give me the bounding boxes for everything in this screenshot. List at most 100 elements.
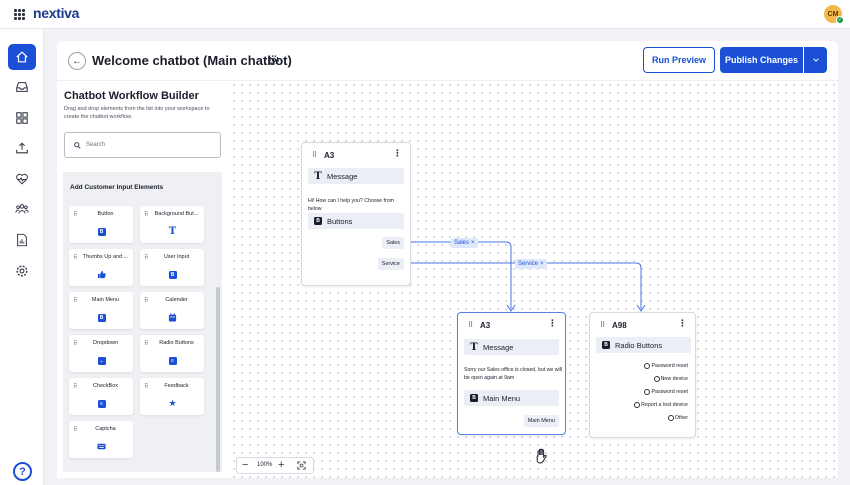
run-preview-button[interactable]: Run Preview xyxy=(643,47,715,73)
reports-icon[interactable] xyxy=(8,227,36,253)
settings-gear-icon[interactable] xyxy=(8,258,36,284)
drag-handle-icon[interactable]: ⠿ xyxy=(73,255,78,261)
element-label: Feedback xyxy=(164,383,189,389)
radio-option[interactable]: Password reset xyxy=(644,389,688,395)
element-button[interactable]: ⠿ Button B xyxy=(69,206,133,243)
element-label: Calender xyxy=(165,297,188,303)
main-menu-button[interactable]: Main Menu xyxy=(523,415,559,427)
element-dropdown[interactable]: ⠿ Dropdown ⌄ xyxy=(69,335,133,372)
element-captcha[interactable]: ⠿ Captcha xyxy=(69,421,133,458)
status-check-icon: ✓ xyxy=(836,16,844,24)
fit-to-screen-icon[interactable] xyxy=(297,461,306,470)
radio-circle-icon[interactable] xyxy=(644,363,651,369)
radio-option[interactable]: New device xyxy=(653,376,688,382)
radio-circle-icon[interactable] xyxy=(644,389,651,395)
node-title: A3 xyxy=(480,321,491,330)
more-options-icon[interactable]: ⋮ xyxy=(393,148,402,158)
panel-title: Chatbot Workflow Builder xyxy=(64,90,199,102)
checkbox-list-icon: ≡ xyxy=(97,399,106,408)
node-title: A98 xyxy=(612,321,627,330)
drag-handle-icon[interactable]: ⠿ xyxy=(73,298,78,304)
inbox-icon[interactable] xyxy=(8,74,36,100)
drag-handle-icon[interactable]: ⠿ xyxy=(144,212,149,218)
radio-circle-icon[interactable] xyxy=(653,376,660,382)
message-block[interactable]: T Message xyxy=(464,339,559,355)
remove-edge-icon[interactable]: × xyxy=(471,240,475,246)
radio-circle-icon[interactable] xyxy=(634,402,641,408)
drag-handle-icon[interactable]: ⠿ xyxy=(73,384,78,390)
element-thumbs-up[interactable]: ⠿ Thumbs Up and ... xyxy=(69,249,133,286)
workflow-canvas[interactable]: Sales × Service × ⠿ A3 ⋮ T Message Hi! H… xyxy=(230,81,838,478)
element-checkbox[interactable]: ⠿ CheckBox ≡ xyxy=(69,378,133,415)
radio-option[interactable]: Report a lost device xyxy=(634,402,688,408)
edge-label-service[interactable]: Service × xyxy=(515,259,547,269)
message-block[interactable]: T Message xyxy=(308,168,404,184)
elements-heading: Add Customer Input Elements xyxy=(70,184,164,191)
radio-circle-icon[interactable] xyxy=(667,415,674,421)
search-input[interactable]: Search xyxy=(64,132,221,158)
drag-handle-icon[interactable]: ⠿ xyxy=(144,255,149,261)
radio-option[interactable]: Other xyxy=(667,415,688,421)
node-title: A3 xyxy=(324,151,335,160)
remove-edge-icon[interactable]: × xyxy=(540,261,544,267)
drag-handle-icon[interactable]: ⠿ xyxy=(73,427,78,433)
radio-buttons-block[interactable]: B Radio Buttons xyxy=(596,337,691,353)
block-label: Message xyxy=(483,343,514,352)
b-square-icon: B xyxy=(313,216,323,226)
help-icon[interactable]: ? xyxy=(13,462,32,481)
edge-label-text: Service xyxy=(518,261,539,267)
chatbot-settings-gear-icon[interactable] xyxy=(268,54,280,66)
back-arrow-icon[interactable]: ← xyxy=(68,52,86,70)
nextiva-logo[interactable]: nextiva xyxy=(33,5,80,21)
drag-handle-icon[interactable]: ⠿ xyxy=(73,212,78,218)
element-calender[interactable]: ⠿ Calender xyxy=(140,292,204,329)
more-options-icon[interactable]: ⋮ xyxy=(548,318,557,328)
page-title: Welcome chatbot (Main chatbot) xyxy=(92,53,292,68)
zoom-level: 100% xyxy=(257,462,273,468)
element-label: Radio Buttons xyxy=(159,340,194,346)
drag-handle-icon[interactable]: ⠿ xyxy=(312,152,317,159)
block-label: Main Menu xyxy=(483,394,521,403)
team-icon[interactable] xyxy=(8,196,36,222)
zoom-control: − 100% + xyxy=(236,457,314,474)
node-a3-sales-closed[interactable]: ⠿ A3 ⋮ T Message Sorry our Sales office … xyxy=(457,312,566,435)
heart-pulse-icon[interactable] xyxy=(8,166,36,192)
drag-handle-icon[interactable]: ⠿ xyxy=(144,341,149,347)
zoom-out-button[interactable]: − xyxy=(242,459,249,471)
drag-handle-icon[interactable]: ⠿ xyxy=(144,298,149,304)
publish-changes-button[interactable]: Publish Changes xyxy=(720,47,803,73)
elements-scrollbar[interactable] xyxy=(216,287,220,472)
main-menu-block[interactable]: B Main Menu xyxy=(464,390,559,406)
node-a98-service[interactable]: ⠿ A98 ⋮ B Radio Buttons Password reset N… xyxy=(589,312,696,438)
element-main-menu[interactable]: ⠿ Main Menu B xyxy=(69,292,133,329)
home-icon[interactable] xyxy=(8,44,36,70)
buttons-block[interactable]: B Buttons xyxy=(308,213,404,229)
element-radio-buttons[interactable]: ⠿ Radio Buttons ≡ xyxy=(140,335,204,372)
more-options-icon[interactable]: ⋮ xyxy=(678,318,687,328)
element-background-button[interactable]: ⠿ Background But... T xyxy=(140,206,204,243)
b-square-icon: B xyxy=(97,313,106,322)
apps-grid-icon[interactable] xyxy=(14,9,25,20)
zoom-in-button[interactable]: + xyxy=(278,459,285,471)
b-square-icon: B xyxy=(97,227,106,236)
b-square-icon: B xyxy=(168,270,177,279)
option-button-service[interactable]: Service xyxy=(377,258,404,270)
text-icon: T xyxy=(168,226,177,237)
message-text: Sorry our Sales office is closed, but we… xyxy=(464,367,562,381)
drag-handle-icon[interactable]: ⠿ xyxy=(73,341,78,347)
element-label: Dropdown xyxy=(92,340,119,346)
dropdown-icon: ⌄ xyxy=(97,356,106,365)
radio-option[interactable]: Password reset xyxy=(644,363,688,369)
node-a3-welcome[interactable]: ⠿ A3 ⋮ T Message Hi! How can I help you?… xyxy=(301,142,411,286)
edge-label-sales[interactable]: Sales × xyxy=(451,238,478,248)
page-header: ← Welcome chatbot (Main chatbot) Run Pre… xyxy=(57,41,838,81)
drag-handle-icon[interactable]: ⠿ xyxy=(600,322,605,329)
drag-handle-icon[interactable]: ⠿ xyxy=(144,384,149,390)
publish-options-chevron-down-icon[interactable] xyxy=(804,47,827,73)
upload-icon[interactable] xyxy=(8,135,36,161)
drag-handle-icon[interactable]: ⠿ xyxy=(468,322,473,329)
element-feedback[interactable]: ⠿ Feedback ★ xyxy=(140,378,204,415)
apps-icon[interactable] xyxy=(8,105,36,131)
option-button-sales[interactable]: Sales xyxy=(382,237,404,249)
element-user-input[interactable]: ⠿ User Input B xyxy=(140,249,204,286)
